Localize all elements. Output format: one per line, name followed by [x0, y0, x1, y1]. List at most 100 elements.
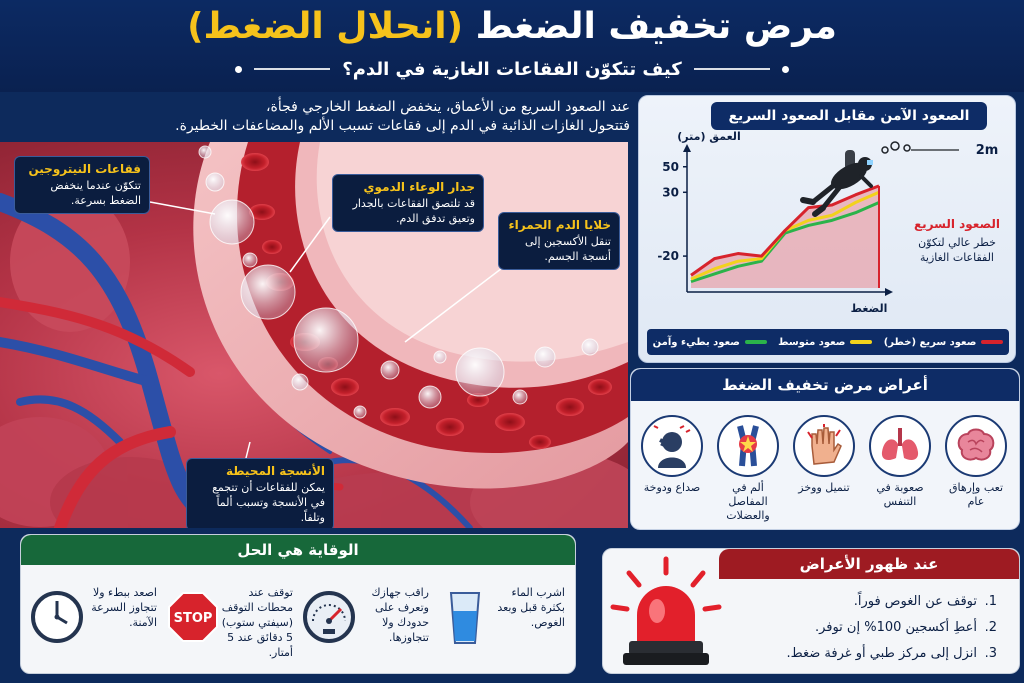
symptom-joint-pain: ألم في المفاصل والعضلات: [711, 415, 785, 523]
chart-y-tick-label: -20: [657, 249, 679, 263]
callout-nitrogen-bubbles: فقاعات النيتروجين تتكوّن عندما ينخفض الض…: [14, 156, 150, 214]
page-subtitle: كيف تتكوّن الفقاعات الغازية في الدم؟: [342, 58, 682, 80]
lungs-icon: [869, 415, 931, 477]
callout-desc: يمكن للفقاعات أن تتجمع في الأنسجة وتسبب …: [212, 481, 325, 524]
emergency-step: 1. توقف عن الغوص فوراً.: [747, 589, 997, 615]
callout-title: جدار الوعاء الدموي: [363, 180, 475, 194]
intro-line-1: عند الصعود السريع من الأعماق، ينخفض الضغ…: [265, 99, 630, 115]
header: مرض تخفيف الضغط (انحلال الضغط) كيف تتكوّ…: [0, 0, 1024, 92]
chart-legend: صعود سريع (خطر) صعود متوسط صعود بطيء وآم…: [647, 329, 1009, 355]
intro-text: عند الصعود السريع من الأعماق، ينخفض الضغ…: [40, 98, 630, 138]
symptom-label: تعب وإرهاق عام: [948, 481, 1004, 508]
emergency-step-number: 3.: [984, 646, 997, 661]
legend-label: صعود بطيء وآمن: [652, 336, 740, 348]
page-title-highlight: (انحلال الضغط): [187, 6, 464, 47]
prevention-text: راقب جهازك وتعرف على حدودك ولا تتجاوزها.: [371, 586, 429, 644]
chart-series-line: [690, 201, 880, 284]
emergency-title: عند ظهور الأعراض: [719, 549, 1019, 579]
symptom-label: صعوبة في التنفس: [876, 481, 924, 508]
symptom-breathing: صعوبة في التنفس: [863, 415, 937, 509]
emergency-panel: عند ظهور الأعراض 1. توقف عن الغوص فوراً. …: [602, 548, 1020, 674]
clock-icon: [31, 591, 83, 643]
chart-y-label: العمق (متر): [677, 130, 740, 143]
symptom-fatigue: تعب وإرهاق عام: [939, 415, 1013, 509]
callout-desc: تتكوّن عندما ينخفض الضغط بسرعة.: [50, 179, 141, 207]
callout-surrounding-tissues: الأنسجة المحيطة يمكن للفقاعات أن تتجمع ف…: [186, 458, 334, 528]
callout-title: الأنسجة المحيطة: [225, 464, 325, 478]
prevention-slow-ascent: اصعد ببطء ولا تتجاوز السرعة الآمنة.: [29, 579, 157, 663]
callout-title: خلايا الدم الحمراء: [508, 218, 612, 232]
subtitle-row: كيف تتكوّن الفقاعات الغازية في الدم؟: [234, 56, 789, 82]
legend-label: صعود متوسط: [778, 336, 846, 348]
emergency-step: 2. أعطِ أكسجين 100% إن توفر.: [747, 615, 997, 641]
chart-series: [690, 184, 880, 288]
page-title: مرض تخفيف الضغط (انحلال الضغط): [0, 6, 1024, 47]
divider-dot: [782, 65, 789, 73]
rapid-ascent-desc-2: الفقاعات الغازية: [920, 251, 994, 264]
brain-icon: [945, 415, 1007, 477]
emergency-step-text: توقف عن الغوص فوراً.: [853, 594, 977, 609]
emergency-step-number: 2.: [984, 620, 997, 635]
intro-line-2: فتتحول الغازات الذائبة في الدم إلى فقاعا…: [175, 118, 630, 134]
stop-sign-text: STOP: [174, 611, 213, 626]
depth-marker: 2m: [976, 143, 999, 158]
chart-x-arrow: [885, 288, 893, 296]
knee-joint-icon: [717, 415, 779, 477]
callout-red-blood-cells: خلايا الدم الحمراء تنقل الأكسجين إلى أنس…: [498, 212, 620, 270]
chart-series-line: [690, 184, 880, 277]
callout-desc: قد تلتصق الفقاعات بالجدار وتعيق تدفق الد…: [352, 197, 475, 225]
symptom-headache: صداع ودوخة: [635, 415, 709, 495]
nitrogen-bubbles: [198, 145, 599, 419]
legend-item-slow: صعود بطيء وآمن: [653, 337, 767, 348]
emergency-step: 3. انزل إلى مركز طبي أو غرفة ضغط.: [747, 641, 997, 667]
chart-title: الصعود الآمن مقابل الصعود السريع: [711, 102, 987, 130]
prevention-text: اشرب الماء بكثرة قبل وبعد الغوص.: [497, 586, 565, 629]
prevention-text: توقف عند محطات التوقف (سيفتي ستوب) 5 دقا…: [221, 586, 293, 659]
symptom-label: تنميل ووخز: [798, 481, 850, 494]
callout-desc: تنقل الأكسجين إلى أنسجة الجسم.: [524, 235, 611, 263]
symptoms-panel: أعراض مرض تخفيف الضغط تعب وإرهاق عام صعو…: [630, 368, 1020, 530]
headache-icon: [641, 415, 703, 477]
divider-dot: [234, 65, 242, 73]
prevention-panel: الوقاية هي الحل اشرب الماء بكثرة قبل وبع…: [20, 534, 576, 674]
divider-line: [693, 68, 770, 70]
callout-vessel-wall: جدار الوعاء الدموي قد تلتصق الفقاعات بال…: [332, 174, 484, 232]
prevention-safety-stop: توقف عند محطات التوقف (سيفتي ستوب) 5 دقا…: [165, 579, 293, 663]
emergency-siren-icon: [610, 556, 722, 665]
chart-y-tick-label: 30: [662, 185, 679, 199]
symptoms-title: أعراض مرض تخفيف الضغط: [631, 369, 1019, 401]
page-title-main: مرض تخفيف الضغط: [463, 6, 837, 47]
emergency-steps: 1. توقف عن الغوص فوراً. 2. أعطِ أكسجين 100…: [747, 589, 997, 667]
prevention-hydration: اشرب الماء بكثرة قبل وبعد الغوص.: [437, 579, 565, 663]
legend-swatch: [744, 340, 767, 344]
divider-line: [253, 68, 331, 70]
rapid-ascent-label: الصعود السريع: [914, 217, 1000, 232]
callout-title: فقاعات النيتروجين: [28, 162, 141, 176]
legend-item-moderate: صعود متوسط: [778, 336, 873, 348]
hand-icon: [793, 415, 855, 477]
chart-x-label: الضغط: [851, 302, 888, 315]
chart-y-tick-label: 50: [662, 160, 679, 174]
chart-plot: العمق (متر) 50 30 -20 الضغط 2m الصعود السر…: [657, 130, 1000, 315]
legend-label: صعود سريع (خطر): [883, 336, 977, 348]
dive-gauge-icon: [303, 591, 355, 643]
prevention-title: الوقاية هي الحل: [21, 535, 575, 565]
chart-y-ticks: 50 30 -20: [657, 160, 687, 263]
symptom-numbness: تنميل ووخز: [787, 415, 861, 495]
emergency-step-text: أعطِ أكسجين 100% إن توفر.: [814, 620, 977, 635]
emergency-step-number: 1.: [984, 594, 997, 609]
blood-vessel-illustration: فقاعات النيتروجين تتكوّن عندما ينخفض الض…: [0, 142, 628, 528]
legend-swatch: [850, 340, 873, 344]
prevention-monitor-gauge: راقب جهازك وتعرف على حدودك ولا تتجاوزها.: [301, 579, 429, 663]
chart-y-arrow: [683, 144, 691, 152]
legend-swatch: [981, 340, 1004, 344]
symptom-label: ألم في المفاصل والعضلات: [726, 481, 770, 522]
emergency-step-text: انزل إلى مركز طبي أو غرفة ضغط.: [786, 646, 977, 661]
legend-item-rapid: صعود سريع (خطر): [884, 337, 1004, 348]
rapid-ascent-desc-1: خطر عالي لتكوّن: [918, 236, 996, 249]
ascent-bubbles: [881, 141, 959, 154]
water-glass-icon: [449, 592, 481, 644]
diver-icon: [800, 150, 873, 217]
symptom-label: صداع ودوخة: [643, 481, 701, 494]
ascent-chart-panel: الصعود الآمن مقابل الصعود السريع العمق (…: [638, 95, 1016, 363]
